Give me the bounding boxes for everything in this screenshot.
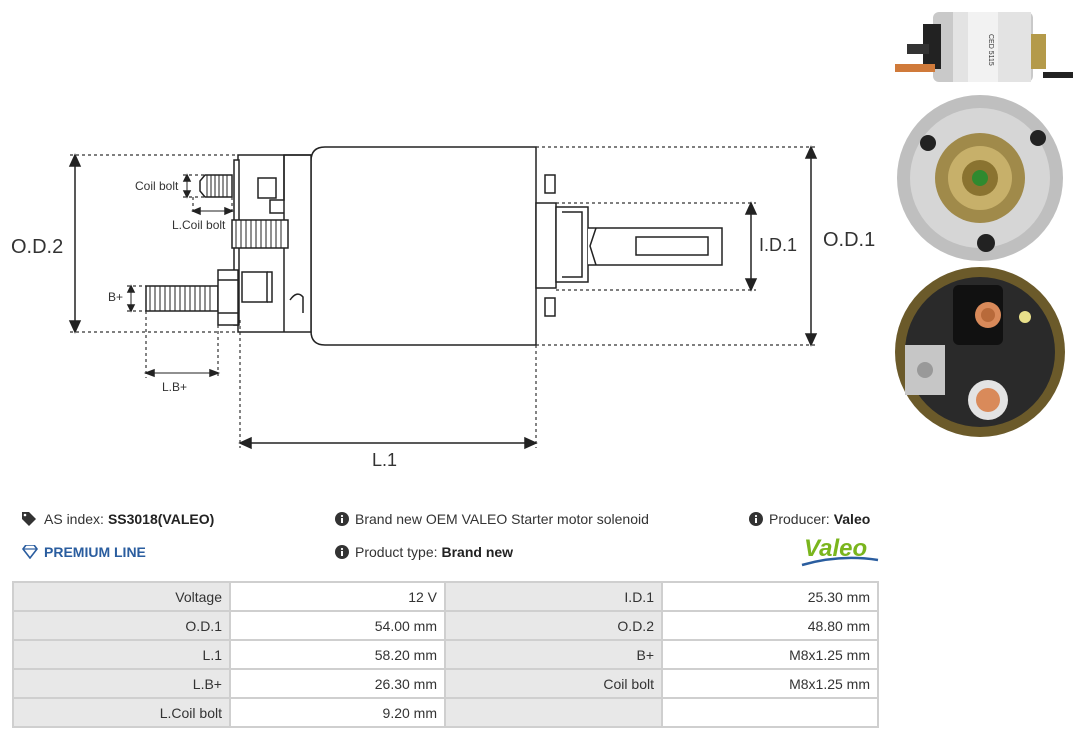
spec-value: 48.80 mm [661,610,879,641]
diamond-icon [22,545,38,559]
label-l-coil-bolt: L.Coil bolt [172,218,226,232]
info-icon [749,512,763,526]
spec-value: 12 V [229,581,446,612]
label-l1: L.1 [372,450,397,470]
product-type-value: Brand new [441,544,514,560]
premium-line-text: PREMIUM LINE [44,544,146,560]
info-icon [335,545,349,559]
label-lb-plus: L.B+ [162,380,187,394]
photo-part-text: CED 5115 [987,34,994,66]
label-od2: O.D.2 [11,236,63,258]
product-photo-side: CED 5115 [895,12,1073,82]
spec-label: O.D.2 [444,610,663,641]
spec-value: 9.20 mm [229,697,446,728]
premium-line-badge: PREMIUM LINE [22,544,146,560]
tags-icon [22,512,36,526]
description: Brand new OEM VALEO Starter motor soleno… [335,511,649,527]
label-b-plus: B+ [108,290,123,304]
producer-value: Valeo [833,511,871,527]
spec-label: L.Coil bolt [12,697,231,728]
product-photo-front [897,95,1063,261]
valeo-logo: Valeo [801,535,879,567]
spec-value: 54.00 mm [229,610,446,641]
product-type-label: Product type: [355,544,438,560]
product-photo-rear [895,267,1065,437]
spec-value: 25.30 mm [661,581,879,612]
label-od1: O.D.1 [823,229,875,251]
solenoid-diagram: O.D.2 O.D.1 I.D.1 L.1 Coil bolt L.Coil b… [11,145,875,470]
description-text: Brand new OEM VALEO Starter motor soleno… [355,511,649,527]
product-type: Product type: Brand new [335,544,513,560]
spec-value [661,697,879,728]
label-id1: I.D.1 [759,235,797,255]
spec-label: B+ [444,639,663,670]
spec-label: Voltage [12,581,231,612]
producer: Producer: Valeo [749,511,870,527]
spec-label: L.1 [12,639,231,670]
spec-value: M8x1.25 mm [661,639,879,670]
spec-label: Coil bolt [444,668,663,699]
spec-value: M8x1.25 mm [661,668,879,699]
as-index: AS index: SS3018(VALEO) [22,511,214,527]
spec-value: 58.20 mm [229,639,446,670]
spec-label [444,697,663,728]
as-index-value: SS3018(VALEO) [107,511,215,527]
producer-label: Producer: [769,511,830,527]
label-coil-bolt: Coil bolt [135,179,179,193]
spec-label: L.B+ [12,668,231,699]
spec-label: O.D.1 [12,610,231,641]
spec-value: 26.30 mm [229,668,446,699]
info-icon [335,512,349,526]
as-index-label: AS index: [44,511,104,527]
spec-label: I.D.1 [444,581,663,612]
